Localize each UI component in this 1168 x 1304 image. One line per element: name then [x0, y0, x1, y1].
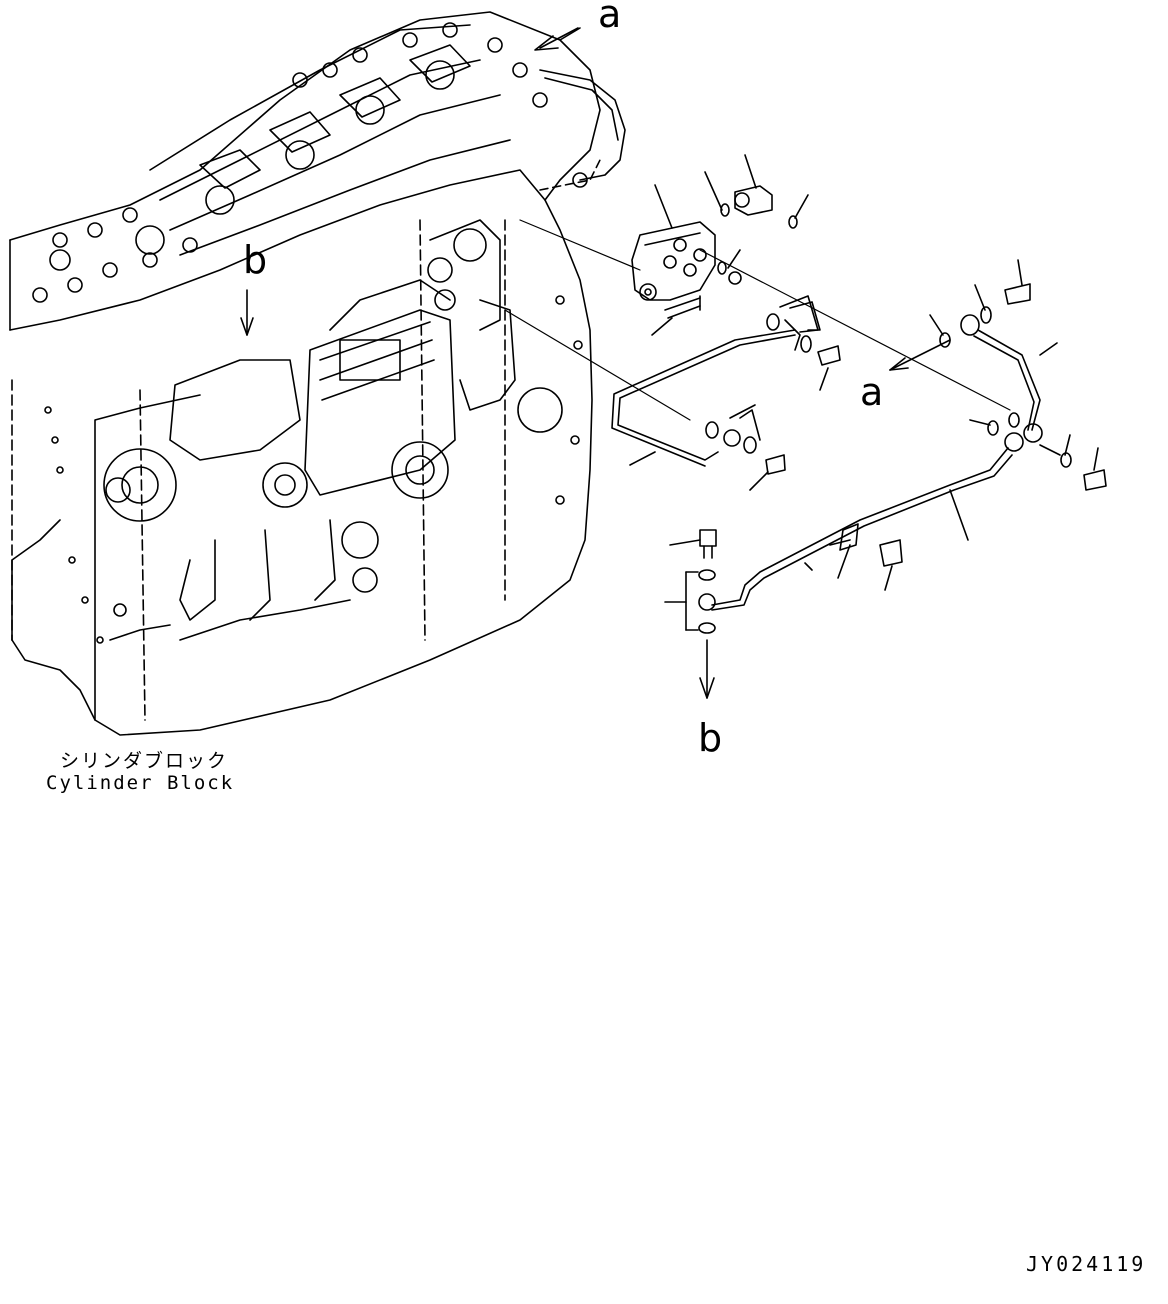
filter-head-assembly — [631, 154, 809, 336]
callout-a-top: a — [598, 0, 622, 36]
caption-japanese: シリンダブロック — [60, 750, 229, 772]
cylinder-block — [9, 11, 626, 736]
callout-a-mid: a — [860, 370, 884, 414]
pipe-left — [611, 295, 841, 491]
caption-english: Cylinder Block — [46, 772, 235, 794]
callout-b-bottom: b — [698, 716, 723, 760]
drawing-code: JY024119 — [1026, 1252, 1147, 1276]
pipe-right — [664, 259, 1107, 699]
callout-b-left: b — [243, 238, 268, 282]
